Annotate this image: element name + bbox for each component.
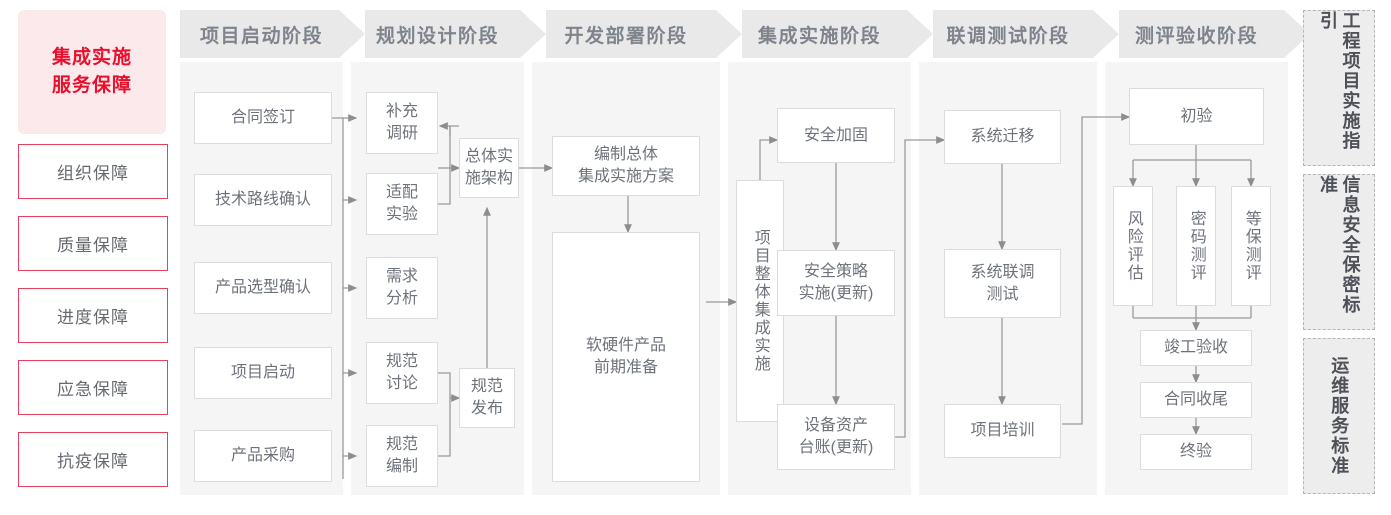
node-line: 软硬件产品	[585, 337, 666, 355]
node-line: 调研	[385, 125, 418, 142]
node-project-training[interactable]: 项目培训	[944, 404, 1061, 458]
guarantee-panel: 集成实施 服务保障 组织保障 质量保障 进度保障 应急保障 抗疫保障	[18, 10, 168, 505]
node-line: 规范	[470, 378, 503, 396]
hero-line-2: 服务保障	[51, 75, 132, 96]
node-hw-sw-preparation[interactable]: 软硬件产品前期准备	[552, 232, 700, 482]
phase-header-5[interactable]: 联调测试阶段	[919, 10, 1097, 58]
node-system-joint-test[interactable]: 系统联调测试	[944, 249, 1061, 318]
node-overall-architecture[interactable]: 总体实施架构	[459, 138, 519, 198]
node-line: 规范	[385, 436, 418, 454]
node-line: 前期准备	[593, 359, 658, 376]
node-security-hardening[interactable]: 安全加固	[777, 108, 895, 163]
guarantee-item-schedule-2[interactable]: 进度保障	[18, 288, 168, 343]
chevron-separator-3-icon	[716, 10, 742, 58]
node-line: 测试	[986, 285, 1019, 303]
node-standard-discussion[interactable]: 规范讨论	[366, 342, 438, 404]
hero-line-1: 集成实施	[51, 47, 132, 69]
node-crypto-evaluation[interactable]: 密码测评	[1176, 186, 1216, 306]
node-mlps-evaluation[interactable]: 等保测评	[1231, 186, 1271, 306]
node-line: 需求	[385, 268, 418, 286]
node-line: 集成实施方案	[577, 168, 674, 185]
node-line: 设备资产	[803, 417, 868, 435]
node-line: 安全策略	[803, 263, 868, 281]
node-line: 实施(更新)	[798, 285, 874, 302]
guarantee-item-emergency[interactable]: 应急保障	[18, 360, 168, 415]
chevron-separator-5-icon	[1093, 10, 1119, 58]
phase-header-3[interactable]: 开发部署阶段	[532, 10, 720, 58]
node-initial-acceptance[interactable]: 初验	[1129, 88, 1264, 145]
node-line: 系统联调	[970, 263, 1035, 281]
node-line: 讨论	[385, 375, 418, 392]
standard-infosec-confidentiality[interactable]: 信息安全保密标准	[1303, 174, 1375, 330]
phase-header-2[interactable]: 规划设计阶段	[351, 10, 524, 58]
guarantee-item-epidemic[interactable]: 抗疫保障	[18, 432, 168, 487]
node-product-selection[interactable]: 产品选型确认	[194, 262, 332, 314]
node-completion-acceptance[interactable]: 竣工验收	[1140, 330, 1252, 366]
node-project-kickoff[interactable]: 项目启动	[194, 347, 332, 399]
node-overall-integration-plan[interactable]: 编制总体集成实施方案	[552, 136, 700, 196]
node-standard-release[interactable]: 规范发布	[459, 368, 515, 428]
phase-header-4[interactable]: 集成实施阶段	[728, 10, 911, 58]
node-line: 适配	[385, 184, 418, 202]
node-line: 发布	[470, 400, 503, 417]
node-standard-drafting[interactable]: 规范编制	[366, 425, 438, 487]
guarantee-item-organization[interactable]: 组织保障	[18, 144, 168, 199]
node-product-procurement[interactable]: 产品采购	[194, 430, 332, 482]
node-asset-ledger[interactable]: 设备资产台账(更新)	[777, 404, 895, 470]
node-line: 补充	[385, 103, 418, 121]
node-risk-assessment[interactable]: 风险评估	[1113, 186, 1153, 306]
phase-header-1[interactable]: 项目启动阶段	[180, 10, 343, 58]
hero-badge: 集成实施 服务保障	[18, 10, 166, 134]
node-line: 编制总体	[593, 146, 658, 164]
node-line: 规范	[385, 353, 418, 371]
node-line: 施架构	[464, 170, 513, 187]
node-adaptation-test[interactable]: 适配实验	[366, 173, 438, 235]
node-line: 台账(更新)	[798, 439, 874, 456]
chevron-separator-2-icon	[520, 10, 546, 58]
node-line: 编制	[385, 458, 418, 475]
node-final-acceptance[interactable]: 终验	[1140, 434, 1252, 470]
node-contract-signing[interactable]: 合同签订	[194, 92, 332, 144]
chevron-separator-4-icon	[907, 10, 933, 58]
node-requirement-analysis[interactable]: 需求分析	[366, 257, 438, 319]
node-contract-closeout[interactable]: 合同收尾	[1140, 382, 1252, 418]
node-overall-project-integration[interactable]: 项目整体集成实施	[736, 180, 784, 422]
guarantee-item-quality[interactable]: 质量保障	[18, 216, 168, 271]
standard-engineering-guideline[interactable]: 工程项目实施指引	[1303, 10, 1375, 166]
phase-header-6[interactable]: 测评验收阶段	[1105, 10, 1288, 58]
node-tech-route-confirm[interactable]: 技术路线确认	[194, 174, 332, 226]
node-line: 总体实	[464, 148, 513, 166]
node-line: 分析	[385, 290, 418, 307]
node-line: 实验	[385, 206, 418, 223]
chevron-separator-1-icon	[339, 10, 365, 58]
node-security-policy-implementation[interactable]: 安全策略实施(更新)	[777, 250, 895, 316]
node-system-migration[interactable]: 系统迁移	[944, 110, 1061, 164]
standard-operations-service[interactable]: 运维服务标准	[1303, 338, 1375, 494]
node-supplementary-research[interactable]: 补充调研	[366, 92, 438, 154]
